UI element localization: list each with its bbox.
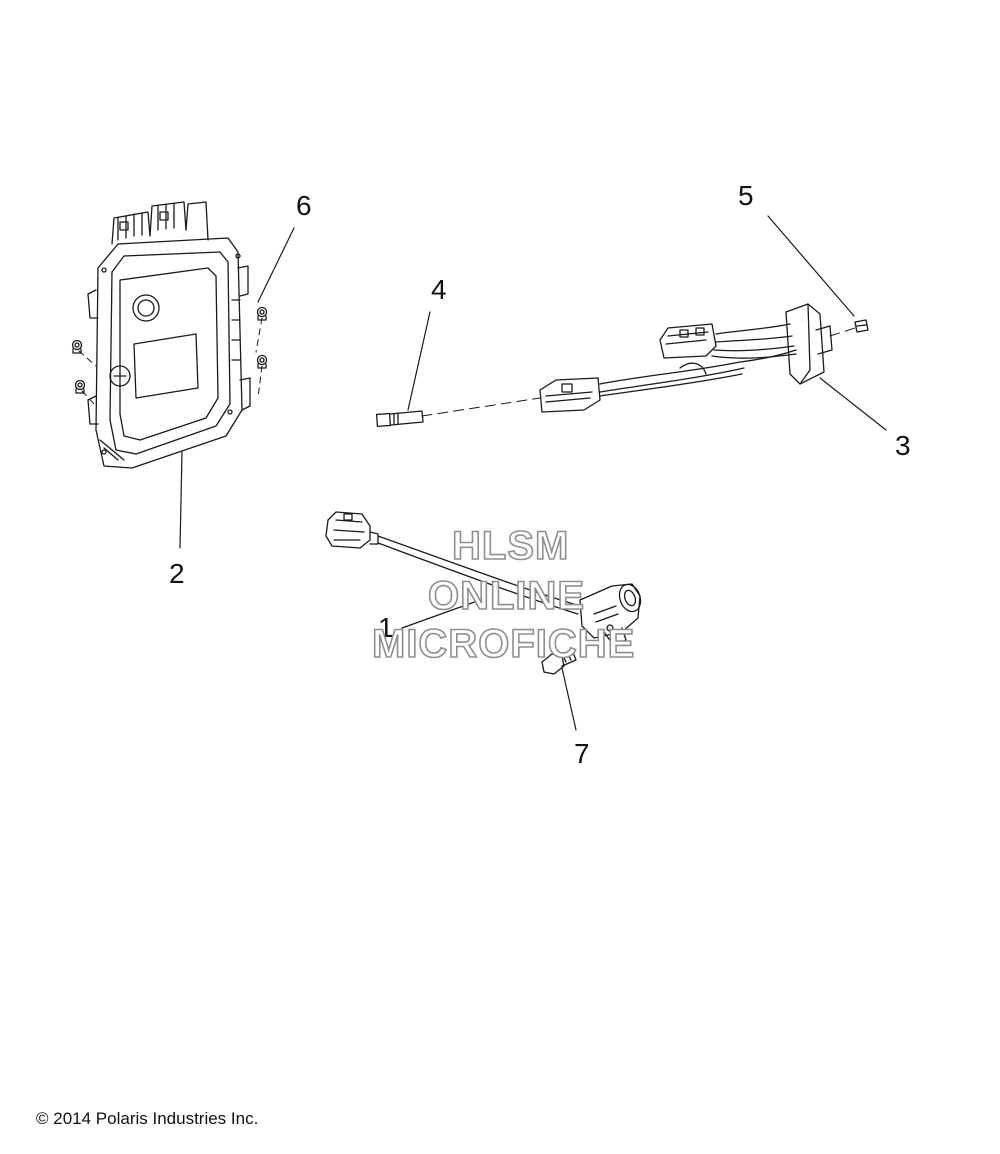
leader-2 [179, 451, 183, 549]
watermark-line-3: MICROFICHE [371, 622, 636, 666]
ecu-screw-alignment-lines [78, 317, 263, 407]
wire-harness-part [539, 303, 833, 413]
callout-3: 3 [895, 430, 911, 461]
copyright-text: © 2014 Polaris Industries Inc. [36, 1109, 259, 1128]
speed-sensor-part [325, 511, 642, 647]
callout-5: 5 [738, 180, 754, 211]
leader-4 [407, 311, 431, 411]
callout-4: 4 [431, 274, 447, 305]
watermark-line-2: ONLINE [427, 574, 586, 618]
callout-1: 1 [378, 612, 394, 643]
callout-7: 7 [574, 738, 590, 769]
leader-7 [561, 667, 577, 731]
leader-lines [179, 215, 887, 731]
leader-3 [819, 377, 887, 431]
sensor-bolt-part [541, 649, 577, 675]
harness-bolt-part [854, 319, 869, 333]
callout-6: 6 [296, 190, 312, 221]
ecu-module-part [87, 201, 251, 469]
harness-axis-line [421, 327, 856, 417]
callout-2: 2 [169, 558, 185, 589]
leader-1 [401, 599, 481, 629]
watermark-line-1: HLSM [451, 524, 570, 568]
ecu-screws-part [71, 306, 268, 394]
leader-5 [767, 215, 855, 317]
long-bolt-part [375, 410, 424, 428]
leader-6 [257, 227, 295, 303]
